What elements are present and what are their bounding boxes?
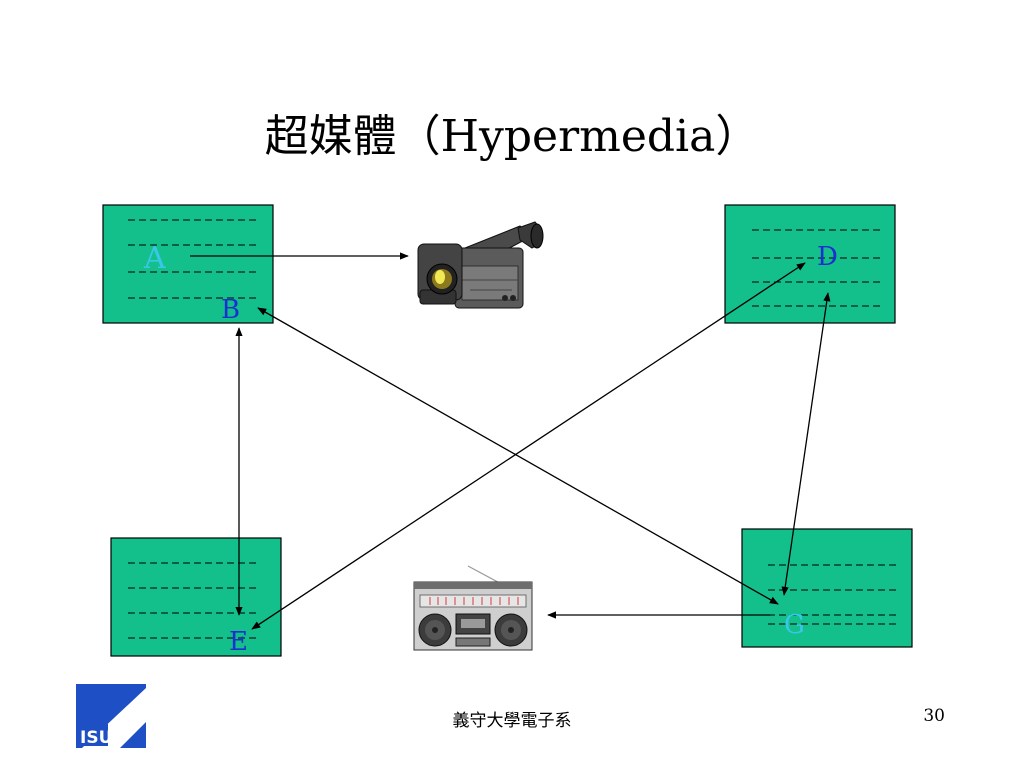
node-top-right[interactable]: D [724, 204, 896, 324]
node-d-label[interactable]: D [817, 242, 838, 272]
logo-text: ISU [80, 728, 112, 748]
footer-department: 義守大學電子系 [452, 711, 572, 731]
node-bottom-left[interactable]: E [110, 537, 282, 657]
page-number: 30 [923, 706, 945, 726]
node-top-left[interactable]: A B [102, 204, 274, 325]
boombox-radio-icon[interactable] [413, 565, 533, 651]
node-bottom-right[interactable]: G [741, 528, 913, 648]
node-b-label[interactable]: B [221, 295, 240, 325]
node-e-label[interactable]: E [229, 627, 248, 657]
video-camera-icon[interactable] [417, 221, 544, 309]
node-g-label[interactable]: G [784, 610, 805, 640]
isu-logo: ISU [76, 684, 146, 748]
slide-title: 超媒體（Hypermedia） [264, 111, 760, 162]
links [190, 252, 831, 630]
node-a-label[interactable]: A [143, 241, 166, 276]
link-d-g [781, 292, 831, 596]
link-b-g [257, 307, 779, 605]
link-d-e [251, 262, 806, 630]
